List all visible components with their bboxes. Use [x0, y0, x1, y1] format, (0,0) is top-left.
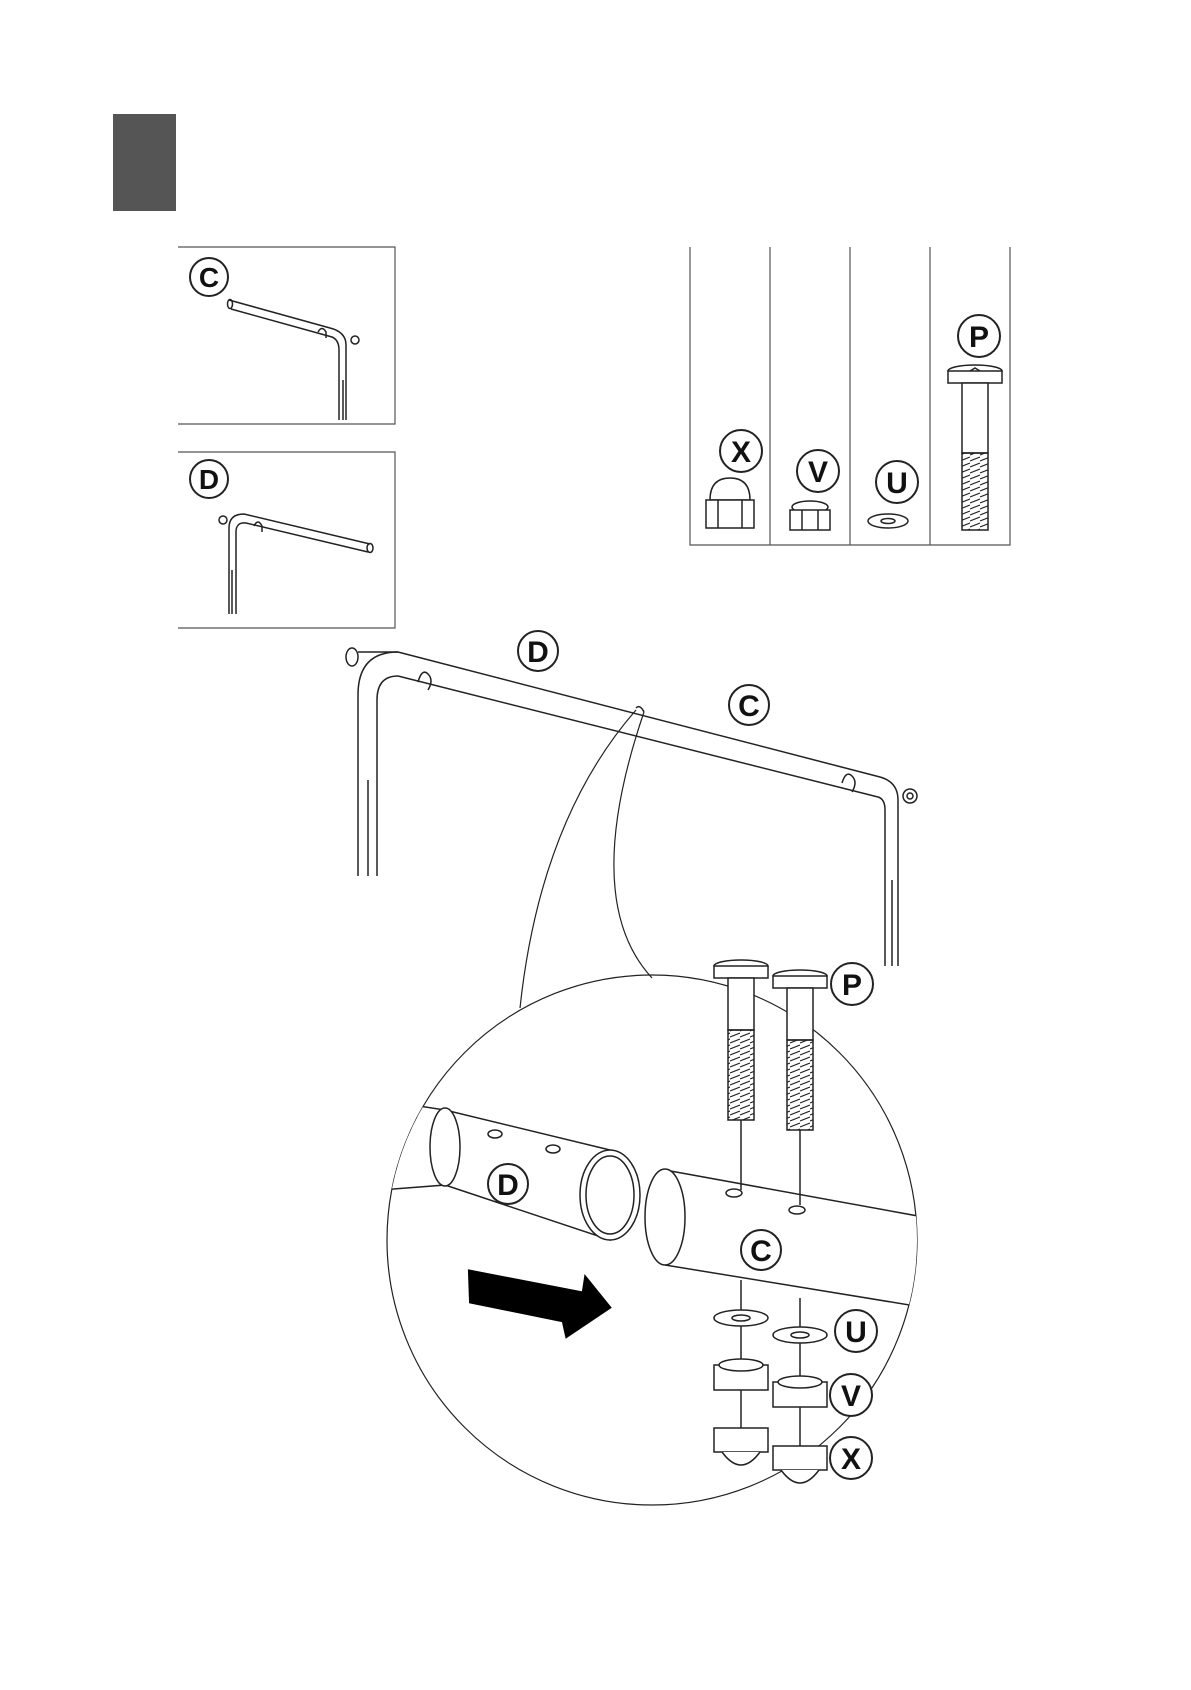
step-marker — [113, 114, 176, 211]
detail-hardware-stack — [714, 1280, 827, 1483]
detail-bolt-right — [773, 970, 827, 1205]
hw-p-label: P — [969, 321, 989, 354]
part-c-label: C — [199, 262, 219, 293]
part-d-label-badge: D — [190, 460, 228, 498]
detail-d-badge: D — [488, 1164, 528, 1204]
hardware-panel: X V U — [690, 247, 1010, 545]
hw-x-badge: X — [720, 430, 762, 472]
detail-u-label: U — [845, 1316, 867, 1349]
part-c-illustration — [228, 300, 360, 421]
detail-v-label: V — [841, 1380, 861, 1413]
cap-nut-x — [706, 478, 754, 528]
bolt-p — [948, 365, 1002, 530]
detail-c-label: C — [750, 1235, 772, 1268]
detail-p-badge: P — [831, 963, 873, 1005]
part-d-label: D — [199, 464, 219, 495]
detail-tube-c — [645, 1169, 940, 1310]
part-c-label-badge: C — [190, 258, 228, 296]
hw-u-label: U — [886, 467, 908, 500]
part-d-panel: D — [178, 452, 395, 628]
detail-c-badge: C — [741, 1230, 781, 1270]
main-d-label: D — [527, 636, 549, 669]
detail-x-badge: X — [830, 1437, 872, 1479]
hw-v-label: V — [808, 456, 828, 489]
detail-d-label: D — [497, 1169, 519, 1202]
assembled-frame — [346, 648, 917, 966]
part-c-panel: C — [178, 247, 395, 424]
hw-x-label: X — [731, 436, 751, 469]
hw-u-badge: U — [876, 461, 918, 503]
detail-u-badge: U — [835, 1310, 877, 1352]
joint-detail — [380, 1100, 940, 1310]
washer-u — [868, 514, 908, 528]
detail-p-label: P — [842, 969, 862, 1002]
main-c-badge: C — [729, 685, 769, 725]
main-c-label: C — [738, 690, 760, 723]
part-d-illustration — [219, 514, 373, 614]
detail-bolt-left — [714, 960, 768, 1190]
main-d-badge: D — [518, 631, 558, 671]
direction-arrow — [469, 1266, 611, 1341]
detail-v-badge: V — [830, 1374, 872, 1416]
lock-nut-v — [790, 501, 830, 530]
hw-p-badge: P — [958, 315, 1000, 357]
detail-x-label: X — [841, 1443, 861, 1476]
hw-v-badge: V — [797, 450, 839, 492]
